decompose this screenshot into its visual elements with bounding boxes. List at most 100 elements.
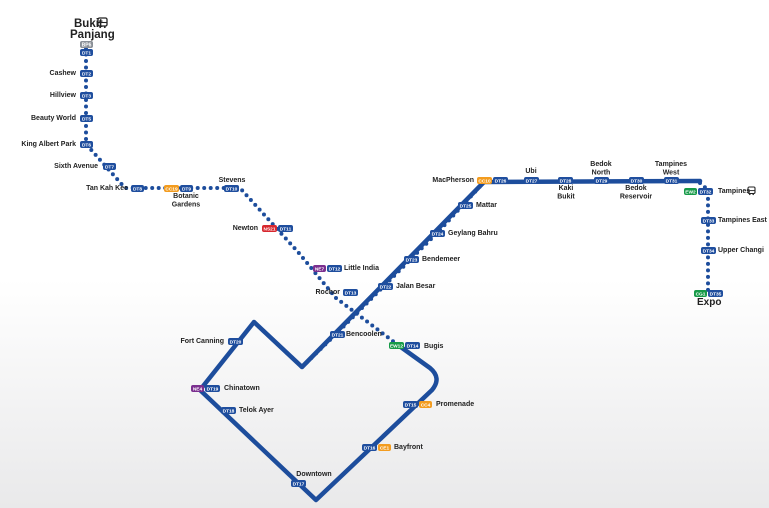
station-code-badge [404,256,419,263]
station-code-badge [80,92,93,99]
station-code-badge [291,480,306,487]
station-code-badge [362,444,377,451]
station-name: Chinatown [224,385,260,392]
station-code-badge [701,247,716,254]
station-code: EW12 [390,344,403,350]
station-code-badge [594,177,609,184]
station-code: DT29 [596,179,608,185]
station-code: DT18 [223,409,235,415]
station-telok-ayer[interactable]: DT18 Telok Ayer [221,407,274,415]
station-name: Tampines [655,161,687,168]
station-code-badge [80,141,93,148]
station-name: Upper Changi [718,247,764,254]
station-name: Mattar [476,202,497,209]
station-code: EW2 [685,190,696,196]
station-name: Bukit [557,194,575,201]
station-code: NE4 [193,387,203,393]
station-code: DT9 [182,187,191,193]
station-name: Kaki [559,185,574,192]
station-name: MacPherson [432,177,474,184]
terminal-code: BP6 [82,43,92,49]
station-code-badge [419,401,432,408]
station-jalan-besar[interactable]: DT22 Jalan Besar [378,283,436,291]
station-name: Telok Ayer [239,407,274,414]
station-code-badge [278,225,293,232]
station-name: Jalan Besar [396,283,436,290]
station-name: Promenade [436,401,474,408]
station-code: DT35 [710,292,722,298]
station-code: DT23 [406,258,418,264]
station-name: Tampines [718,188,750,195]
station-code-badge [313,265,326,272]
station-code: DT8 [133,187,142,193]
station-stevens[interactable]: DT10 Stevens [219,177,246,193]
station-code-badge [80,70,93,77]
station-code-badge [629,177,644,184]
station-code-badge [708,290,723,297]
station-name: Bayfront [394,444,423,451]
bus-icon [97,17,108,29]
station-code: DT5 [82,117,91,123]
station-code: DT22 [380,285,392,291]
station-code: DT17 [293,482,305,488]
station-code-badge [558,177,573,184]
station-code-badge [330,331,345,338]
station-name: Newton [233,225,258,232]
track-segment [698,181,710,294]
station-code-badge [524,177,539,184]
station-name: Stevens [219,177,246,184]
station-code-badge [343,289,358,296]
station-name: Cashew [50,70,77,77]
station-code-badge [164,185,179,192]
track-segment [84,46,338,300]
station-code: DT10 [226,187,238,193]
station-code-badge [664,177,679,184]
station-code-badge [378,283,393,290]
station-code-badge [191,385,204,392]
station-code-badge [224,185,239,192]
terminal-name-line1: Bukit [74,18,103,30]
terminal-name-line2: Panjang [70,29,115,41]
station-code: DT26 [495,179,507,185]
station-code-badge [205,385,220,392]
station-name: Ubi [525,168,536,175]
station-name: Bedok [590,161,612,168]
station-dt1[interactable]: DT1 [80,49,93,57]
station-code: DT34 [703,249,715,255]
station-code: DT13 [345,291,357,297]
station-code: DT2 [82,72,91,78]
station-code-badge [694,290,707,297]
station-name: Bedok [625,185,647,192]
station-cashew[interactable]: DT2 Cashew [50,70,93,78]
